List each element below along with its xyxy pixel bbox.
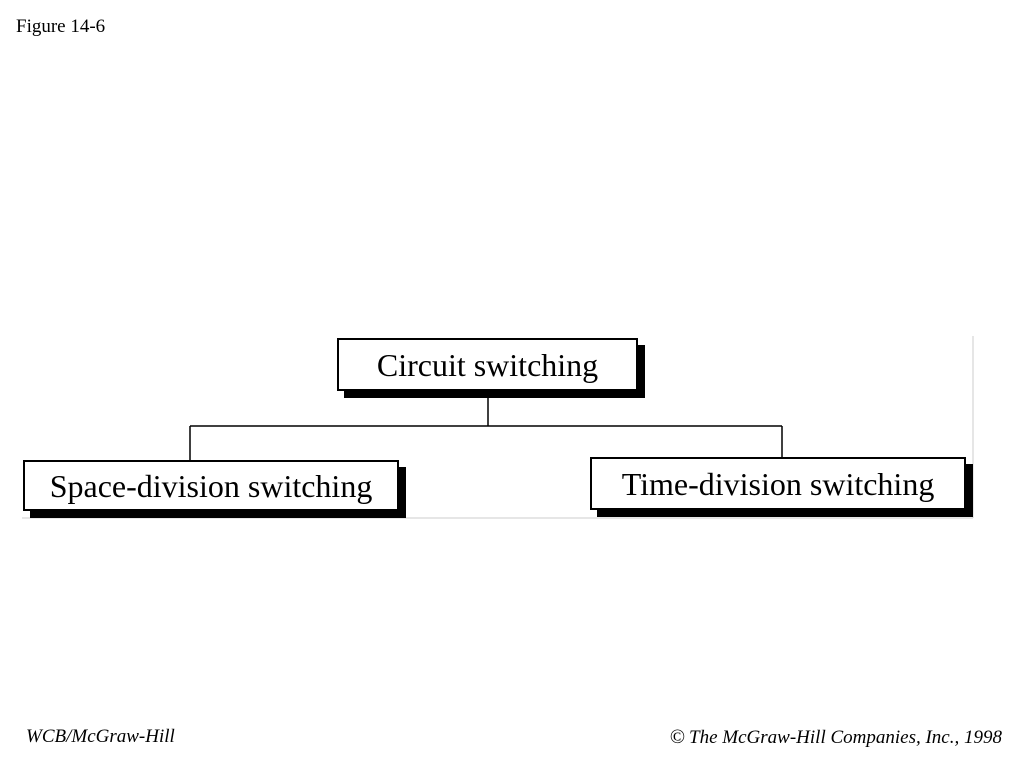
copyright-text: The McGraw-Hill Companies, Inc., 1998 [689, 727, 1002, 748]
circuit-switching-label: Circuit switching [376, 346, 599, 383]
time-division-switching-label: Time-division switching [621, 465, 935, 502]
figure-label: Figure 14-6 [16, 16, 106, 37]
circuit-switching-node: Circuit switching [337, 338, 638, 391]
space-division-switching-node: Space-division switching [23, 460, 399, 511]
time-division-switching-node: Time-division switching [590, 457, 966, 510]
publisher-footer: WCB/McGraw-Hill [26, 726, 175, 747]
copyright-footer: ©The McGraw-Hill Companies, Inc., 1998 [670, 726, 1002, 749]
space-division-switching-label: Space-division switching [49, 467, 373, 504]
copyright-icon: © [669, 726, 686, 748]
